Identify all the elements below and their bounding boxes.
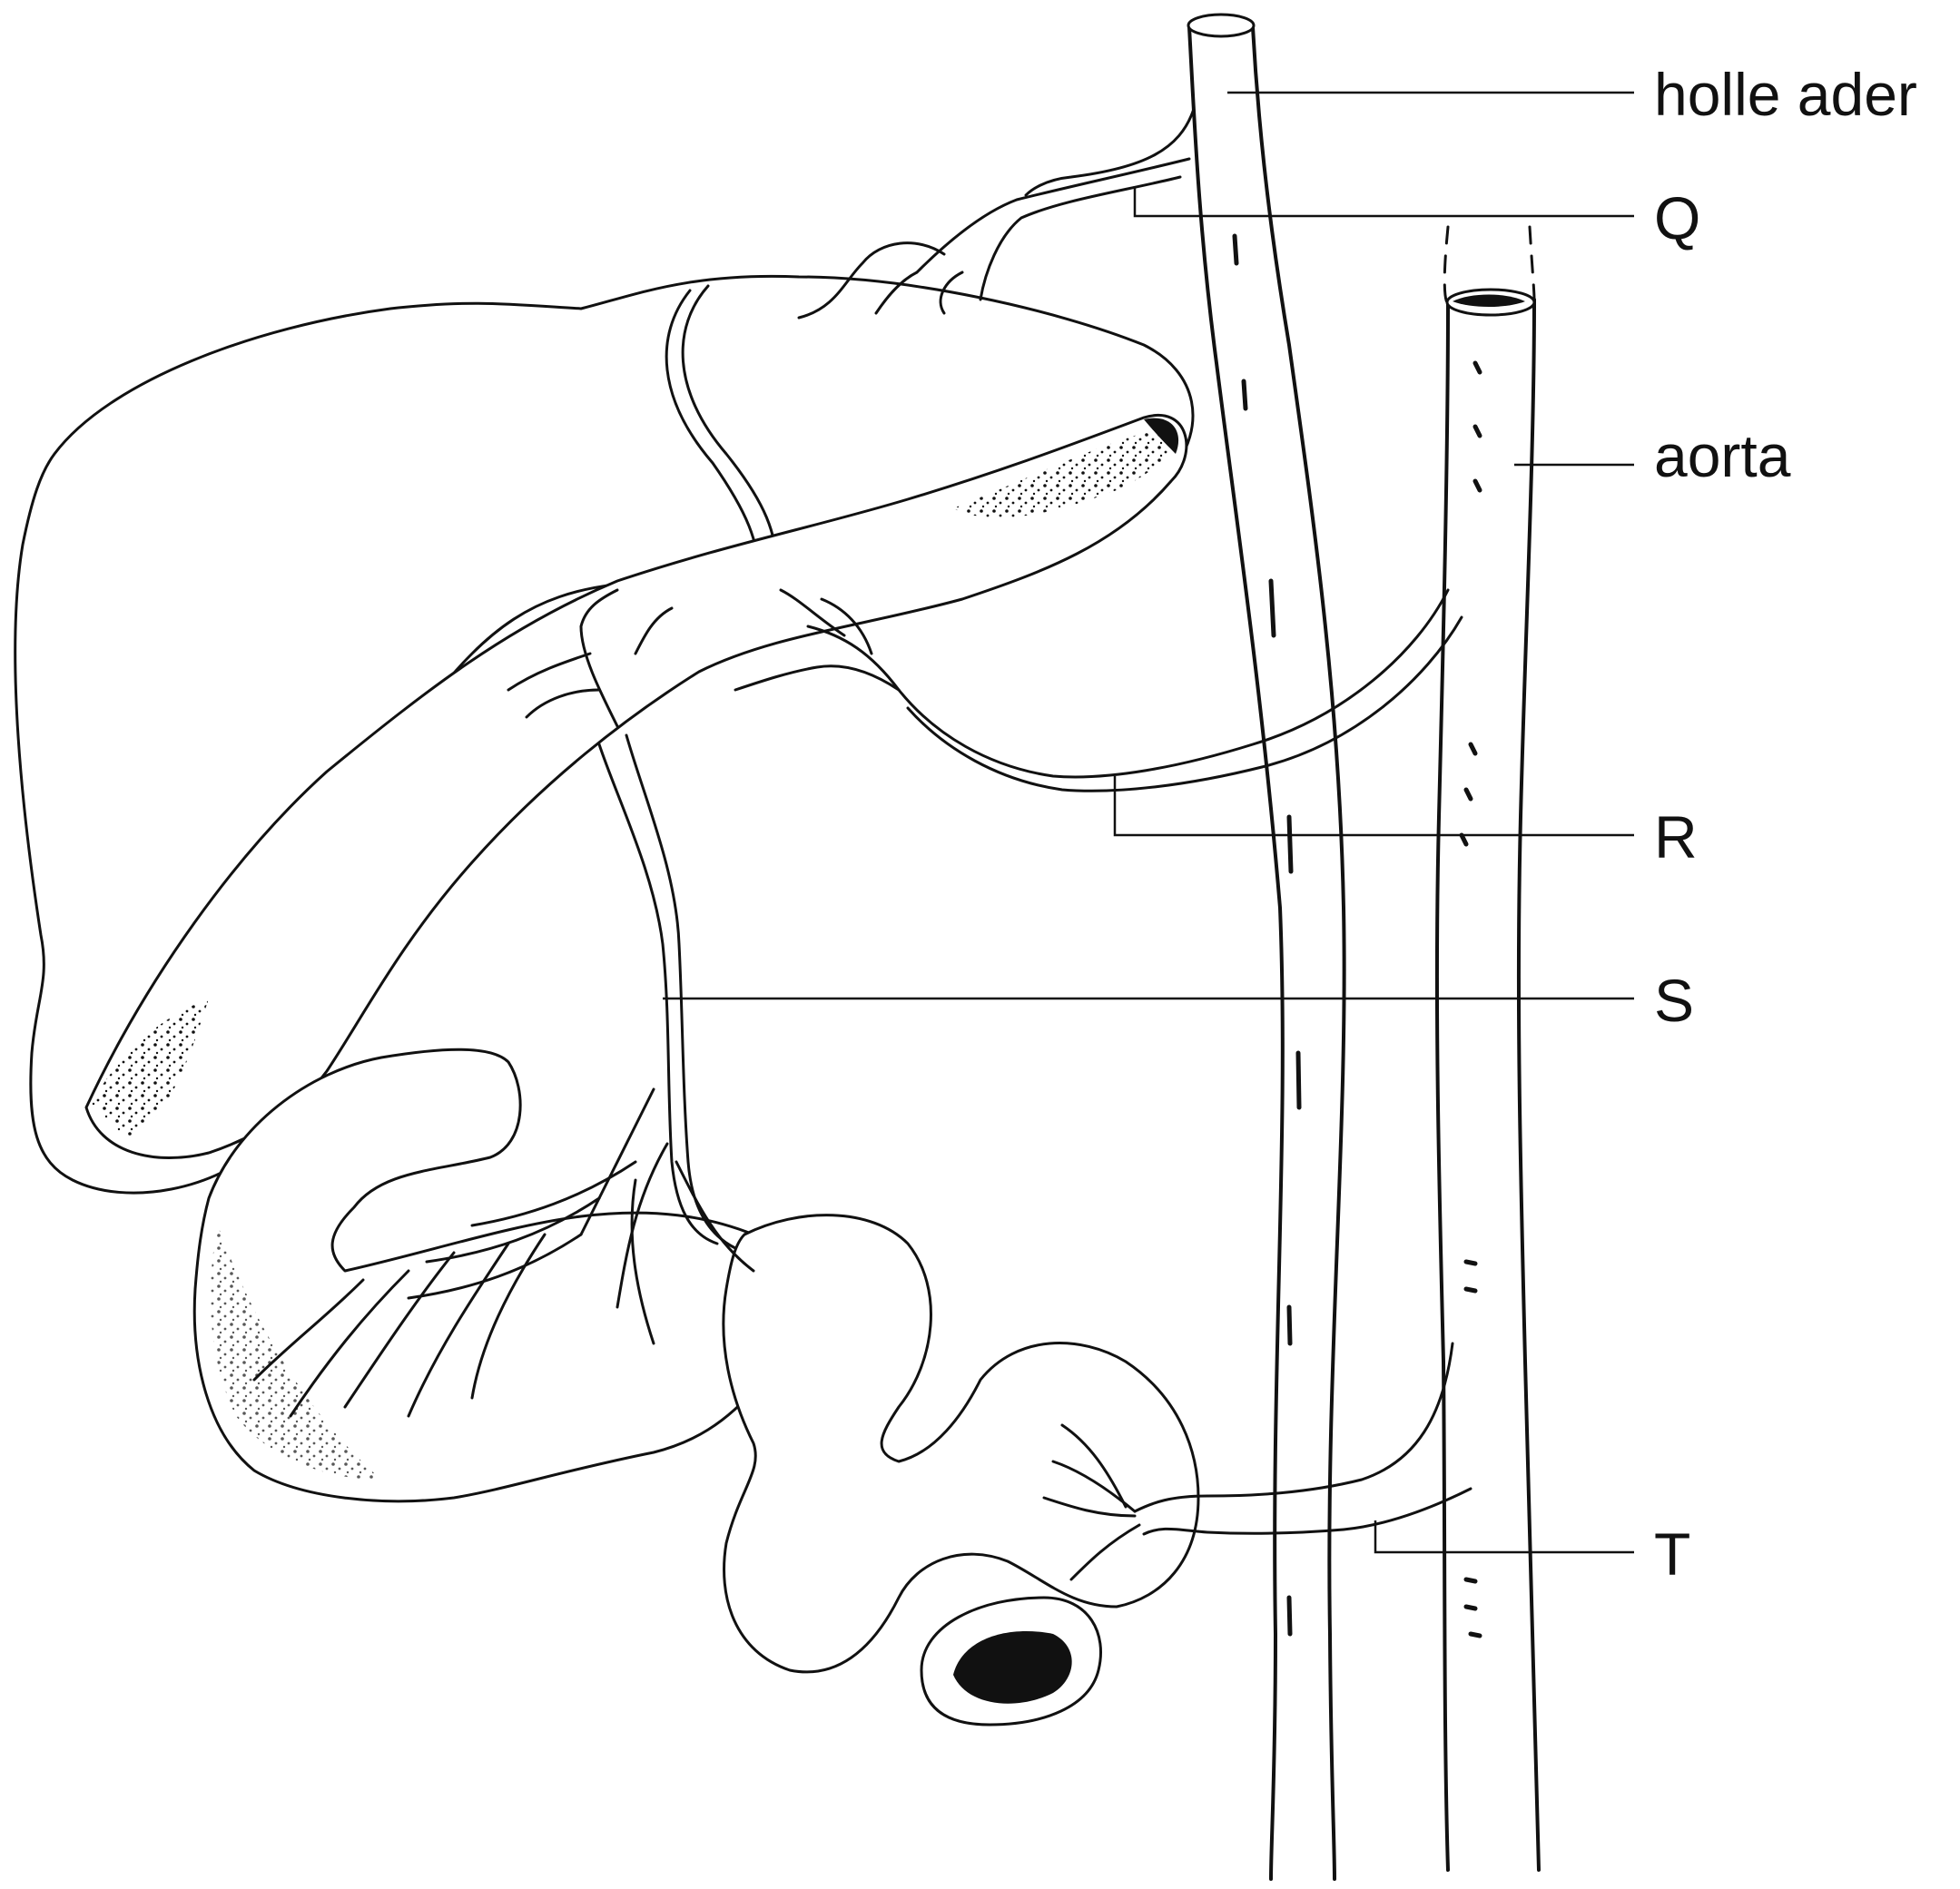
label-r: R <box>1654 803 1698 871</box>
leader-lines <box>663 91 1634 1554</box>
vena-cava <box>1024 13 1346 1881</box>
small-intestine <box>722 1214 1200 1727</box>
leader-q <box>1133 186 1634 218</box>
label-aorta: aorta <box>1654 422 1791 489</box>
leader-r <box>1113 776 1634 837</box>
vessel-r <box>734 588 1463 792</box>
label-q: Q <box>1654 184 1700 251</box>
vessel-t <box>1042 1342 1472 1581</box>
label-t: T <box>1654 1520 1690 1588</box>
stomach <box>84 414 1188 1159</box>
leader-t <box>1374 1520 1634 1554</box>
vessel-q <box>797 157 1191 320</box>
label-s: S <box>1654 967 1694 1034</box>
vessel-s <box>252 588 755 1418</box>
vessel-hatching <box>1232 233 1482 1638</box>
duodenum <box>192 1048 791 1503</box>
label-holle-ader: holle ader <box>1654 61 1917 128</box>
aorta-vessel <box>1434 225 1541 1872</box>
